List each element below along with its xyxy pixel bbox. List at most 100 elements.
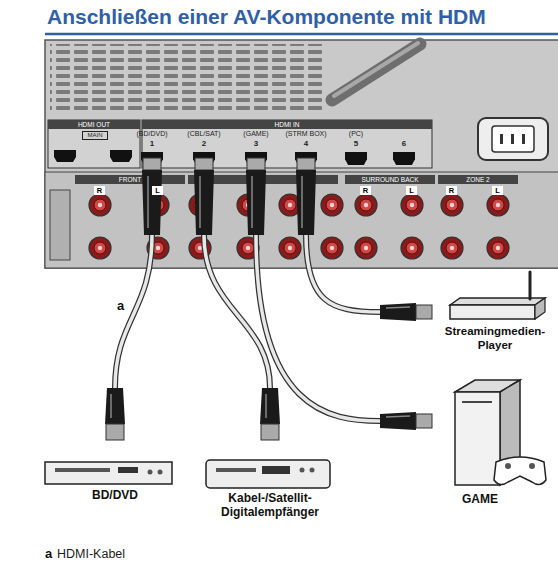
hdmi-plug [105, 388, 125, 424]
section-label: FRONT [75, 175, 185, 184]
hdmi-port [193, 152, 215, 165]
speaker-terminal [321, 237, 343, 259]
port-label: (BD/DVD) [123, 130, 181, 138]
hdmi-cable [306, 166, 380, 312]
label-bar [345, 175, 435, 184]
speaker-terminal [147, 194, 169, 216]
plug-highlight [147, 176, 149, 228]
button [529, 463, 535, 469]
speaker-terminal [147, 237, 169, 259]
hdmi-plug [246, 170, 266, 235]
device-label: Streamingmedien- Player [435, 325, 555, 353]
hdmi-plug [194, 170, 214, 235]
streaming-player [450, 305, 535, 319]
stick [505, 463, 511, 469]
plug-highlight [386, 307, 410, 308]
speaker-terminal [89, 194, 111, 216]
console-top [455, 380, 520, 392]
display [118, 467, 138, 473]
wifi-antenna [529, 272, 532, 299]
label-bar [188, 175, 338, 184]
hdmi-input-port: (BD/DVD)1 [127, 128, 177, 166]
hdmi-plug [296, 170, 316, 235]
plug-highlight [301, 176, 303, 228]
cable-core [115, 166, 152, 388]
device-node: Streamingmedien- Player [380, 272, 555, 354]
hdmi-port [141, 152, 163, 165]
port-number: 6 [379, 139, 429, 149]
speaker-terminal [441, 237, 463, 259]
game-console [455, 392, 500, 485]
button [310, 468, 315, 473]
speaker-terminal [355, 237, 377, 259]
plug-highlight [199, 176, 201, 228]
caption-text: HDMI-Kabel [57, 547, 125, 562]
port-number: 2 [179, 139, 229, 149]
channel-label: L [406, 186, 417, 195]
hdmi-input-port: 6 [379, 128, 429, 166]
speaker-terminal [279, 237, 301, 259]
display [262, 466, 290, 474]
port-number: 4 [281, 139, 331, 149]
callout-letter: a [45, 546, 52, 562]
cable-outline [115, 166, 152, 388]
player-top [450, 298, 545, 305]
hdmi-cable [204, 166, 270, 388]
hdmi-input-port: (GAME)3 [231, 128, 281, 166]
hdmi-in-box [142, 120, 432, 168]
cable-core [256, 166, 380, 421]
channel-label: R [446, 186, 457, 195]
port-number: 1 [127, 139, 177, 149]
cable-core [204, 166, 270, 388]
hdmi-port [110, 150, 132, 162]
speaker-terminal [189, 194, 211, 216]
hdmi-input-port: (STRM BOX)4 [281, 128, 331, 166]
cable-outline [256, 166, 380, 421]
speaker-terminal [89, 237, 111, 259]
power-inlet [478, 118, 548, 160]
label-bar [438, 175, 518, 184]
button [158, 470, 163, 475]
console-side [500, 380, 520, 485]
channel-label: R [94, 186, 105, 195]
hdmi-port [295, 152, 317, 165]
power-socket [492, 126, 534, 152]
card-slot [216, 468, 256, 472]
speaker-terminal [487, 237, 509, 259]
port-label: MAIN [82, 131, 108, 140]
section-label: HDMI OUT [48, 120, 140, 129]
hdmi-port [393, 152, 415, 165]
channel-label: R [360, 186, 371, 195]
section-label: SURROUND BACK [345, 175, 435, 184]
label-bar [75, 175, 185, 184]
power-pin [511, 134, 514, 144]
channel-label: L [152, 186, 163, 195]
disc-tray [55, 468, 110, 472]
button [148, 470, 153, 475]
speaker-terminal [355, 194, 377, 216]
port-number: 3 [231, 139, 281, 149]
speaker-section [45, 172, 558, 268]
diagram-title: Anschließen einer AV-Komponente mit HDM [47, 4, 486, 29]
cable-core [306, 166, 380, 312]
callout-letter: a [117, 298, 124, 314]
plug-tip [106, 424, 124, 440]
speaker-terminal [189, 237, 211, 259]
speaker-terminal [279, 194, 301, 216]
receiver-panel [45, 40, 558, 268]
speaker-terminal [237, 237, 259, 259]
port-label: (STRM BOX) [277, 130, 335, 138]
plug-highlight [265, 394, 267, 418]
button [300, 468, 305, 473]
device-node: BD/DVD [40, 388, 190, 506]
hdmi-plug [380, 303, 416, 321]
speaker-terminal [487, 194, 509, 216]
hdmi-port [54, 150, 76, 162]
set-top-box [206, 460, 330, 488]
channel-label: L [492, 186, 503, 195]
hdmi-port [245, 152, 267, 165]
speaker-terminal [441, 194, 463, 216]
hdmi-input-port: (CBL/SAT)2 [179, 128, 229, 166]
port-label: (GAME) [227, 130, 285, 138]
